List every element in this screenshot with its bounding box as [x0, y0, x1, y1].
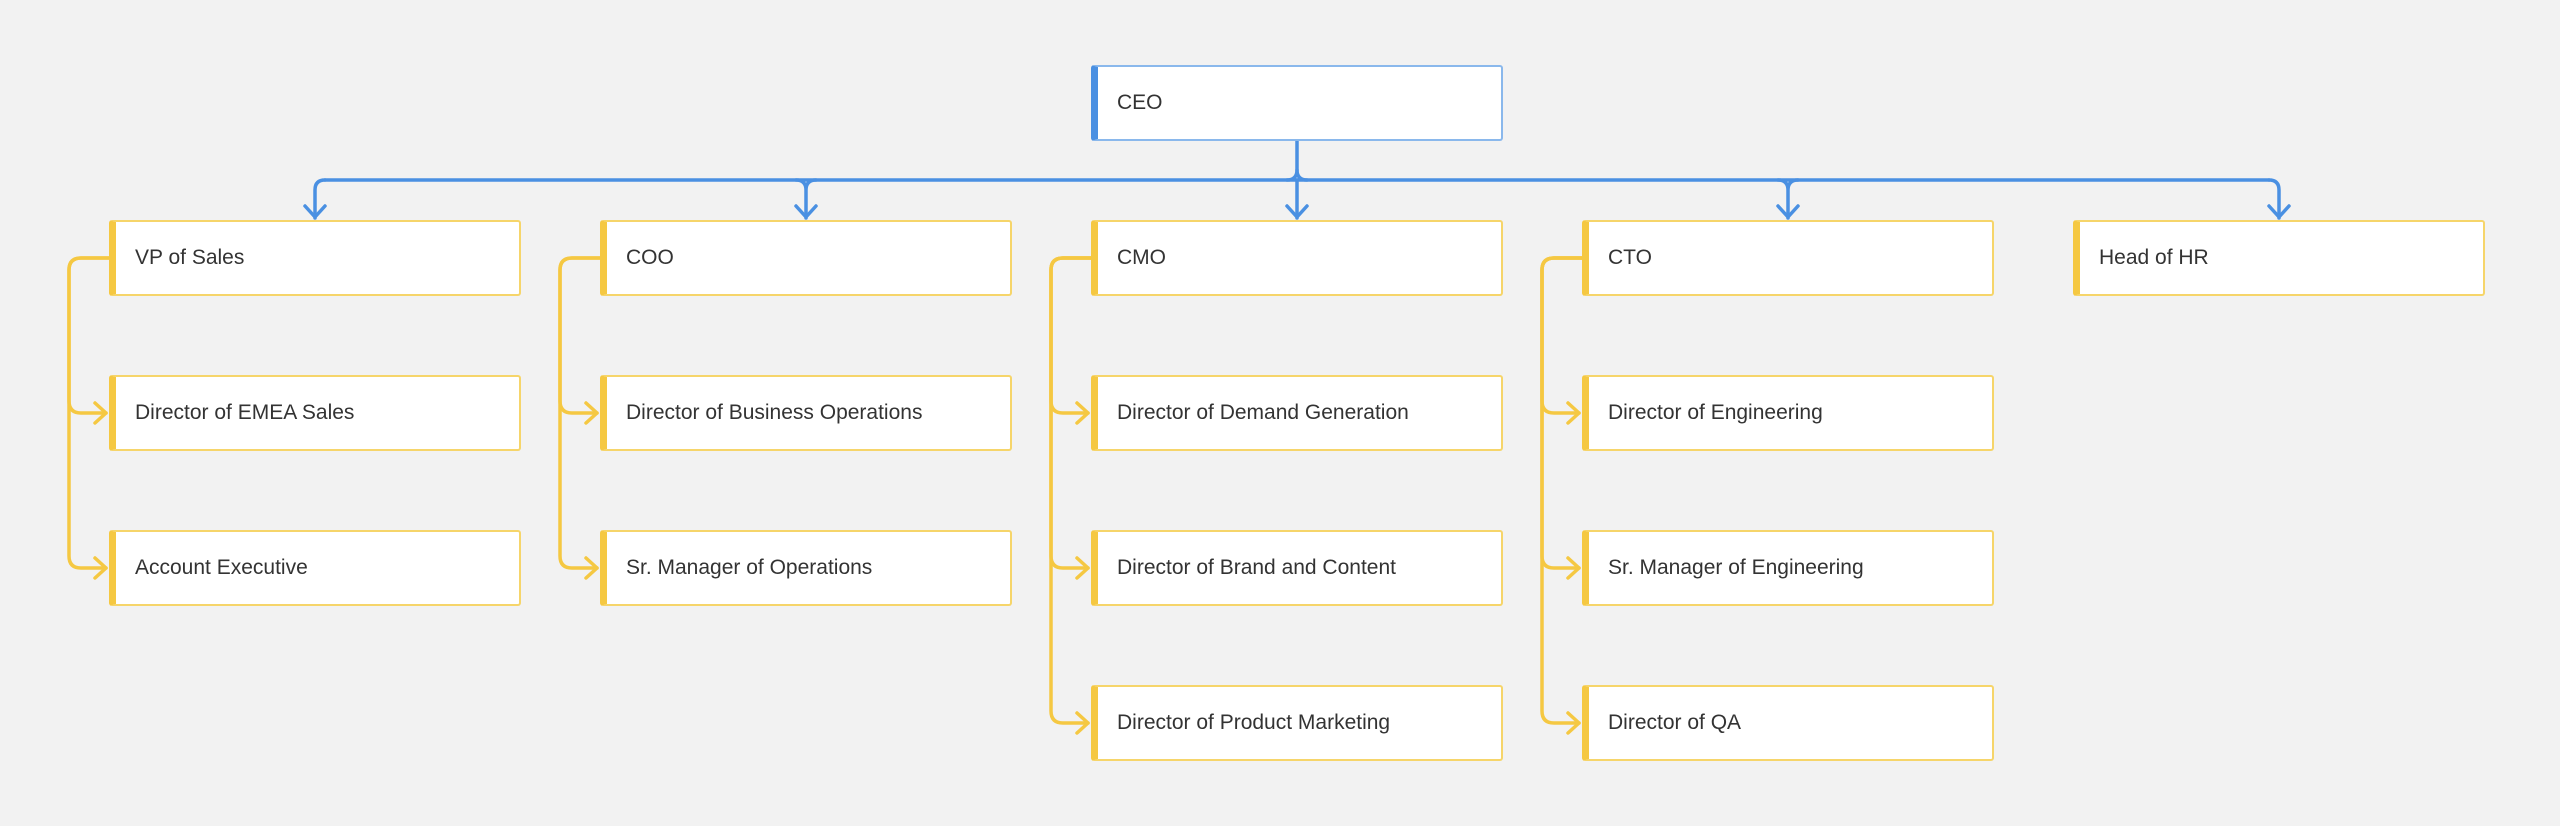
connector-drop-coo	[794, 178, 818, 220]
node-sr-manager-of-engineering[interactable]: Sr. Manager of Engineering	[1582, 530, 1994, 606]
connector-sr-manager-of-operations	[558, 256, 602, 570]
node-account-executive[interactable]: Account Executive	[109, 530, 521, 606]
arrowhead-cto	[1776, 204, 1800, 219]
node-sr-manager-of-operations[interactable]: Sr. Manager of Operations	[600, 530, 1012, 606]
arrowhead-director-of-emea-sales	[93, 401, 108, 425]
connector-drop-cto	[1776, 178, 1800, 220]
node-director-of-business-operations[interactable]: Director of Business Operations	[600, 375, 1012, 451]
connector-root-stem	[1295, 139, 1309, 182]
node-label: Director of Product Marketing	[1117, 711, 1391, 734]
connector-director-of-engineering	[1540, 256, 1584, 415]
node-cto[interactable]: CTO	[1582, 220, 1994, 296]
node-label: Sr. Manager of Engineering	[1608, 556, 1864, 579]
node-director-of-engineering[interactable]: Director of Engineering	[1582, 375, 1994, 451]
arrowhead-director-of-business-operations	[584, 401, 599, 425]
node-label: Director of Brand and Content	[1117, 556, 1396, 579]
node-director-of-emea-sales[interactable]: Director of EMEA Sales	[109, 375, 521, 451]
arrowhead-director-of-engineering	[1566, 401, 1581, 425]
node-label: Sr. Manager of Operations	[626, 556, 873, 579]
node-label: Director of EMEA Sales	[135, 401, 355, 424]
node-label: CMO	[1117, 246, 1166, 269]
node-label: Director of QA	[1608, 711, 1742, 734]
node-label: COO	[626, 246, 674, 269]
node-label: VP of Sales	[135, 246, 245, 269]
arrowhead-director-of-product-marketing	[1075, 711, 1090, 735]
connector-director-of-product-marketing	[1049, 256, 1093, 725]
connector-drop-head-of-hr	[2267, 178, 2281, 220]
connector-director-of-emea-sales	[67, 256, 111, 415]
connector-account-executive	[67, 256, 111, 570]
node-label: Head of HR	[2099, 246, 2209, 269]
node-label: Account Executive	[135, 556, 308, 579]
connector-director-of-qa	[1540, 256, 1584, 725]
node-label: Director of Engineering	[1608, 401, 1823, 424]
node-head-of-hr[interactable]: Head of HR	[2073, 220, 2485, 296]
node-coo[interactable]: COO	[600, 220, 1012, 296]
connector-drop-vp-of-sales	[313, 178, 327, 220]
arrowhead-director-of-demand-generation	[1075, 401, 1090, 425]
arrowhead-account-executive	[93, 556, 108, 580]
node-label: Director of Demand Generation	[1117, 401, 1409, 424]
node-director-of-demand-generation[interactable]: Director of Demand Generation	[1091, 375, 1503, 451]
node-director-of-product-marketing[interactable]: Director of Product Marketing	[1091, 685, 1503, 761]
arrowhead-sr-manager-of-engineering	[1566, 556, 1581, 580]
connector-director-of-demand-generation	[1049, 256, 1093, 415]
node-ceo[interactable]: CEO	[1091, 65, 1503, 141]
node-vp-of-sales[interactable]: VP of Sales	[109, 220, 521, 296]
arrowhead-director-of-brand-and-content	[1075, 556, 1090, 580]
node-director-of-brand-and-content[interactable]: Director of Brand and Content	[1091, 530, 1503, 606]
connector-director-of-business-operations	[558, 256, 602, 415]
node-director-of-qa[interactable]: Director of QA	[1582, 685, 1994, 761]
arrowhead-vp-of-sales	[303, 204, 327, 219]
node-label: CEO	[1117, 91, 1163, 114]
arrowhead-coo	[794, 204, 818, 219]
arrowhead-sr-manager-of-operations	[584, 556, 599, 580]
node-cmo[interactable]: CMO	[1091, 220, 1503, 296]
arrowhead-head-of-hr	[2267, 204, 2291, 219]
node-label: Director of Business Operations	[626, 401, 923, 424]
node-label: CTO	[1608, 246, 1652, 269]
arrowhead-cmo	[1285, 204, 1309, 219]
arrowhead-director-of-qa	[1566, 711, 1581, 735]
